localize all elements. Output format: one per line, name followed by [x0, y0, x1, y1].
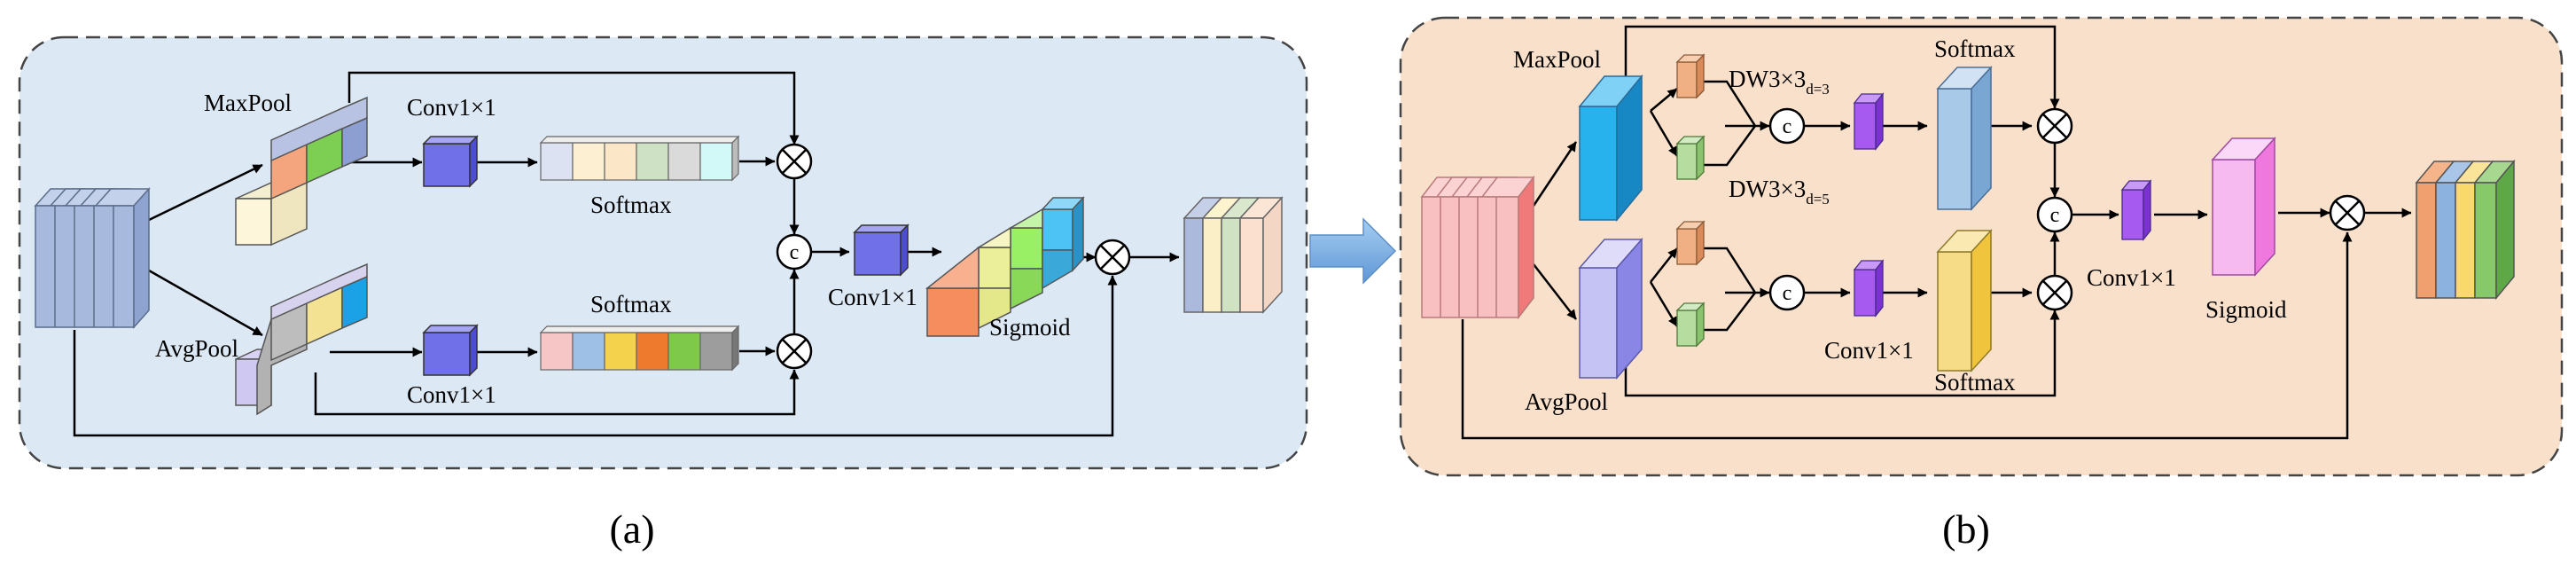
panel-a: c MaxPool Conv1×1 Softmax Softmax AvgPoo… — [18, 35, 1308, 552]
output-feature-map-a — [1183, 196, 1284, 314]
avgpool-stack-a — [235, 262, 368, 416]
dw-top-label-b: DW3×3d=3 — [1729, 66, 1830, 98]
conv-cube-top-b — [1853, 92, 1885, 151]
panel-a-connectors — [73, 71, 1180, 437]
multiply-op-output-b — [2329, 194, 2366, 231]
conv-cube-bottom-b — [1853, 259, 1885, 317]
sigmoid-label-a: Sigmoid — [989, 314, 1071, 341]
conv-mid-label-a: Conv1×1 — [828, 284, 917, 310]
dw-cube-orange-bottom — [1675, 220, 1706, 266]
concat-op-a: c — [776, 233, 813, 270]
panel-b: c c c — [1399, 16, 2564, 552]
avgpool-label-a: AvgPool — [155, 335, 238, 362]
dw-cube-orange-top — [1675, 53, 1706, 99]
concat-symbol-a: c — [790, 241, 800, 264]
softmax-bottom-label-a: Softmax — [590, 291, 672, 317]
input-feature-map-b — [1420, 175, 1535, 320]
softmax-top-label-b: Softmax — [1934, 35, 2016, 62]
maxpool-block-b — [1578, 74, 1643, 223]
softmax-bottom-label-b: Softmax — [1934, 369, 2016, 396]
concat-op-center-b: c — [2036, 196, 2073, 233]
caption-a: (a) — [609, 506, 654, 552]
conv-top-label-a: Conv1×1 — [407, 94, 496, 121]
transition-arrow — [1309, 217, 1397, 285]
dw-top-subscript: d=3 — [1806, 81, 1830, 98]
softmax-block-bottom-b — [1936, 229, 1993, 372]
dw-bottom-subscript: d=5 — [1806, 191, 1830, 208]
softmax-block-top-b — [1936, 66, 1993, 211]
avgpool-block-b — [1578, 238, 1643, 380]
dw-top-text: DW3×3 — [1729, 66, 1806, 92]
output-feature-map-b — [2415, 159, 2516, 301]
conv-right-label-b: Conv1×1 — [2087, 264, 2176, 291]
concat-symbol-top-b: c — [1783, 115, 1792, 138]
conv-bottom-label-a: Conv1×1 — [407, 381, 496, 408]
softmax-strip-bottom-a — [539, 325, 740, 372]
concat-symbol-center-b: c — [2050, 204, 2060, 227]
multiply-op-top-a — [776, 143, 813, 180]
maxpool-label-a: MaxPool — [204, 90, 292, 116]
sigmoid-block-b — [2211, 137, 2276, 277]
dw-cube-green-top — [1675, 135, 1706, 181]
multiply-op-output-a — [1094, 239, 1131, 276]
conv-bottom-label-b: Conv1×1 — [1824, 337, 1914, 364]
sigmoid-stack-a — [925, 196, 1085, 337]
multiply-op-bottom-b — [2036, 274, 2073, 311]
dw-cube-green-bottom — [1675, 302, 1706, 348]
concat-op-bottom-b: c — [1768, 274, 1806, 311]
conv-bottom-a-cube — [422, 324, 479, 377]
softmax-strip-top-a — [539, 135, 740, 182]
maxpool-label-b: MaxPool — [1513, 46, 1601, 73]
avgpool-label-b: AvgPool — [1525, 388, 1608, 415]
caption-b: (b) — [1942, 506, 1990, 552]
concat-symbol-bottom-b: c — [1783, 282, 1792, 305]
dw-bottom-text: DW3×3 — [1729, 176, 1806, 202]
sigmoid-label-b: Sigmoid — [2205, 296, 2287, 323]
concat-op-top-b: c — [1768, 107, 1806, 145]
conv-cube-right-b — [2120, 179, 2152, 241]
conv-mid-a-cube — [853, 223, 909, 277]
dw-bottom-label-b: DW3×3d=5 — [1729, 176, 1830, 208]
multiply-op-top-b — [2036, 107, 2073, 145]
softmax-top-label-a: Softmax — [590, 192, 672, 218]
maxpool-stack-a — [235, 96, 368, 247]
conv-top-a-cube — [422, 135, 479, 188]
input-feature-map-a — [34, 187, 151, 329]
multiply-op-bottom-a — [776, 333, 813, 370]
panel-b-connectors — [1461, 25, 2412, 440]
